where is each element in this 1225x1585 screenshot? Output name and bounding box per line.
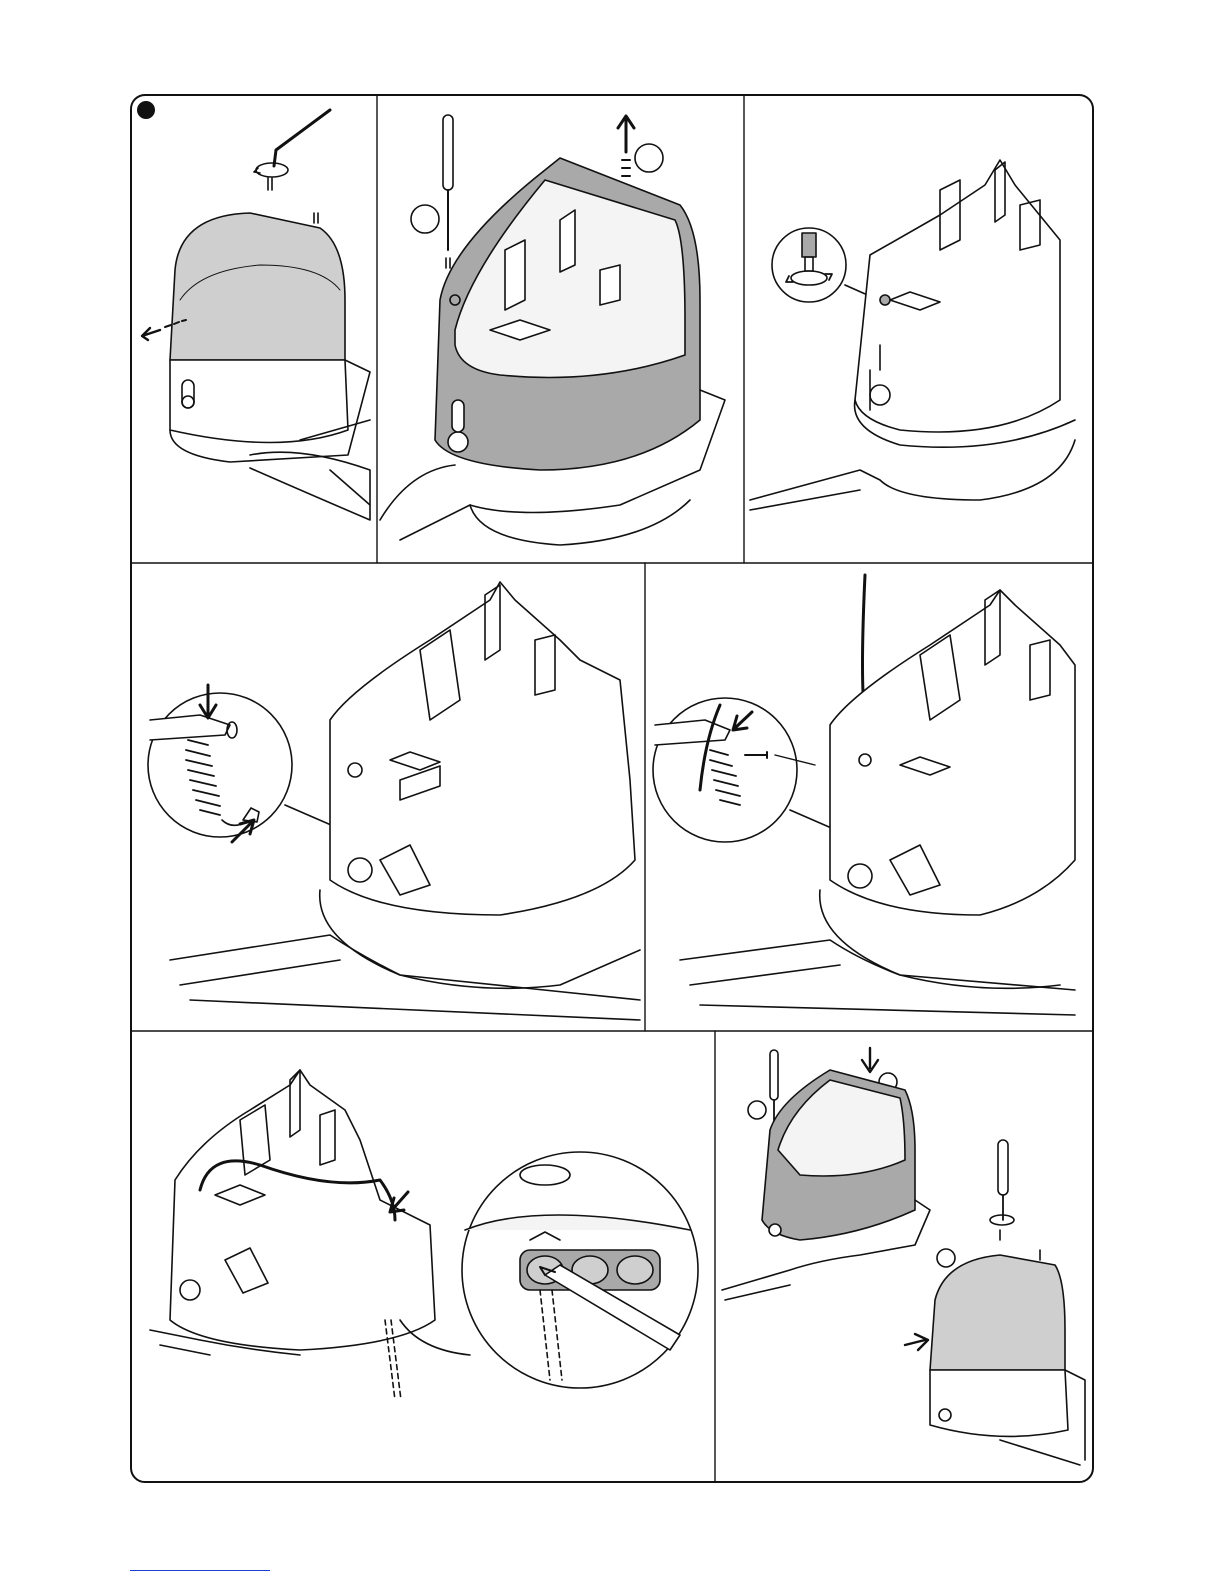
detail-magnifier	[653, 698, 797, 842]
step-circle	[635, 144, 663, 172]
arrow-icon	[618, 116, 634, 176]
panel-step-7	[722, 1048, 1085, 1465]
allen-key-icon	[274, 110, 330, 166]
panel-step-3	[750, 160, 1075, 510]
arrow-icon	[905, 1334, 928, 1350]
panel-step-1	[142, 110, 370, 520]
screw-icon	[446, 258, 450, 268]
step-circle	[937, 1249, 955, 1267]
footer-link[interactable]	[130, 1570, 270, 1571]
motor-cover	[930, 1255, 1065, 1370]
step-circle	[748, 1101, 766, 1119]
figure-marker-dot	[137, 101, 155, 119]
release-lock-icon	[448, 432, 468, 452]
step-circle	[411, 205, 439, 233]
rotate-icon	[254, 163, 288, 177]
panel-step-6	[150, 1070, 698, 1400]
arrow-icon	[862, 1048, 878, 1072]
panel-step-5	[653, 575, 1075, 1015]
screwdriver-icon	[998, 1140, 1008, 1220]
screw-icon	[314, 213, 318, 223]
screwdriver-icon	[443, 115, 453, 250]
motor-cover	[170, 213, 345, 360]
panel-step-2	[380, 115, 725, 545]
screw-icon	[268, 178, 272, 190]
panel-step-4	[148, 582, 640, 1020]
rotate-icon	[990, 1215, 1014, 1225]
